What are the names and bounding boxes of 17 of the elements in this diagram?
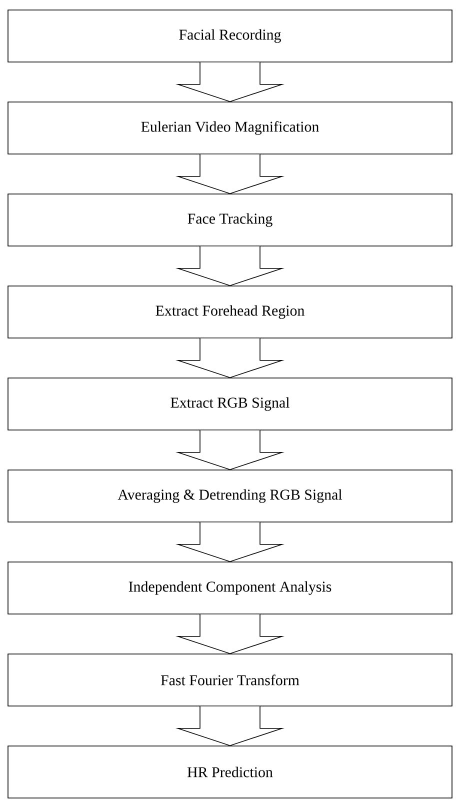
- block-arrow: [176, 154, 284, 194]
- process-box: Facial Recording: [8, 10, 452, 62]
- process-box: Averaging & Detrending RGB Signal: [8, 470, 452, 522]
- process-box: Face Tracking: [8, 194, 452, 246]
- block-arrow: [176, 338, 284, 378]
- process-box: HR Prediction: [8, 746, 452, 798]
- block-arrow: [176, 706, 284, 746]
- block-arrow: [176, 62, 284, 102]
- block-arrow: [176, 614, 284, 654]
- block-arrow: [176, 430, 284, 470]
- block-arrow: [176, 246, 284, 286]
- process-box: Extract RGB Signal: [8, 378, 452, 430]
- process-box: Fast Fourier Transform: [8, 654, 452, 706]
- process-box: Independent Component Analysis: [8, 562, 452, 614]
- block-arrow: [176, 522, 284, 562]
- process-box: Extract Forehead Region: [8, 286, 452, 338]
- process-box: Eulerian Video Magnification: [8, 102, 452, 154]
